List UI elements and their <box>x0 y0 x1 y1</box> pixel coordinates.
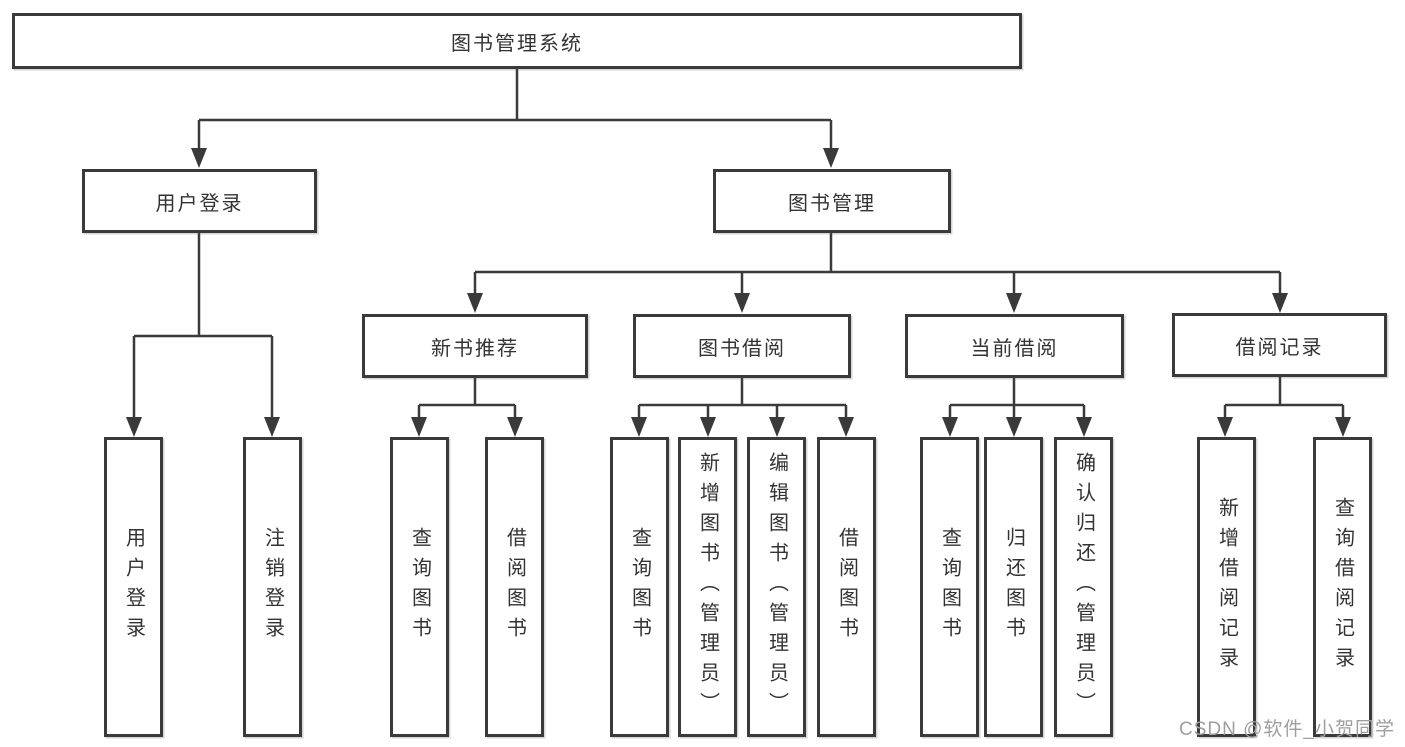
node-recommend-query-books: 查询图书 <box>390 437 449 737</box>
node-borrowing-add-books-label: 新增图书（管理员） <box>696 452 719 722</box>
csdn-watermark: CSDN @软件_小贺同学 <box>1179 719 1395 740</box>
node-borrowing-edit-books: 编辑图书（管理员） <box>747 437 806 737</box>
node-current-borrowing: 当前借阅 <box>905 314 1124 378</box>
node-recommend-borrow-books-label: 借阅图书 <box>503 527 526 647</box>
node-borrowing-query-books-label: 查询图书 <box>628 527 651 647</box>
node-current-confirm-return-label: 确认归还（管理员） <box>1072 452 1095 722</box>
node-user-login-label: 用户登录 <box>155 192 244 215</box>
node-recommend-borrow-books: 借阅图书 <box>485 437 544 737</box>
node-book-borrowing: 图书借阅 <box>633 314 851 378</box>
node-current-borrowing-label: 当前借阅 <box>970 337 1059 360</box>
node-borrowing-records: 借阅记录 <box>1172 313 1387 377</box>
node-login: 用户登录 <box>104 437 163 737</box>
node-borrowing-records-label: 借阅记录 <box>1235 336 1324 359</box>
node-borrowing-add-books: 新增图书（管理员） <box>678 437 737 737</box>
node-borrowing-borrow-books-label: 借阅图书 <box>835 527 858 647</box>
node-current-return-books: 归还图书 <box>984 437 1043 737</box>
node-recommend-query-books-label: 查询图书 <box>408 527 431 647</box>
node-borrowing-borrow-books: 借阅图书 <box>817 437 876 737</box>
node-new-book-recommend-label: 新书推荐 <box>431 337 519 360</box>
node-current-confirm-return: 确认归还（管理员） <box>1054 437 1113 737</box>
node-borrowing-query-books: 查询图书 <box>610 437 669 737</box>
node-new-book-recommend: 新书推荐 <box>362 314 588 378</box>
node-book-management: 图书管理 <box>713 169 951 233</box>
node-book-borrowing-label: 图书借阅 <box>698 337 786 360</box>
node-records-add-record-label: 新增借阅记录 <box>1215 497 1238 677</box>
node-logout: 注销登录 <box>243 437 302 737</box>
node-root: 图书管理系统 <box>12 13 1022 69</box>
node-user-login: 用户登录 <box>82 169 317 233</box>
node-current-query-books-label: 查询图书 <box>938 527 961 647</box>
node-book-management-label: 图书管理 <box>788 192 876 215</box>
node-records-query-record-label: 查询借阅记录 <box>1331 497 1354 677</box>
node-current-return-books-label: 归还图书 <box>1002 527 1025 647</box>
node-records-query-record: 查询借阅记录 <box>1313 437 1372 737</box>
node-login-label: 用户登录 <box>122 527 145 647</box>
node-current-query-books: 查询图书 <box>920 437 979 737</box>
node-logout-label: 注销登录 <box>261 527 284 647</box>
node-borrowing-edit-books-label: 编辑图书（管理员） <box>765 452 788 722</box>
node-records-add-record: 新增借阅记录 <box>1197 437 1256 737</box>
node-root-label: 图书管理系统 <box>451 32 583 55</box>
